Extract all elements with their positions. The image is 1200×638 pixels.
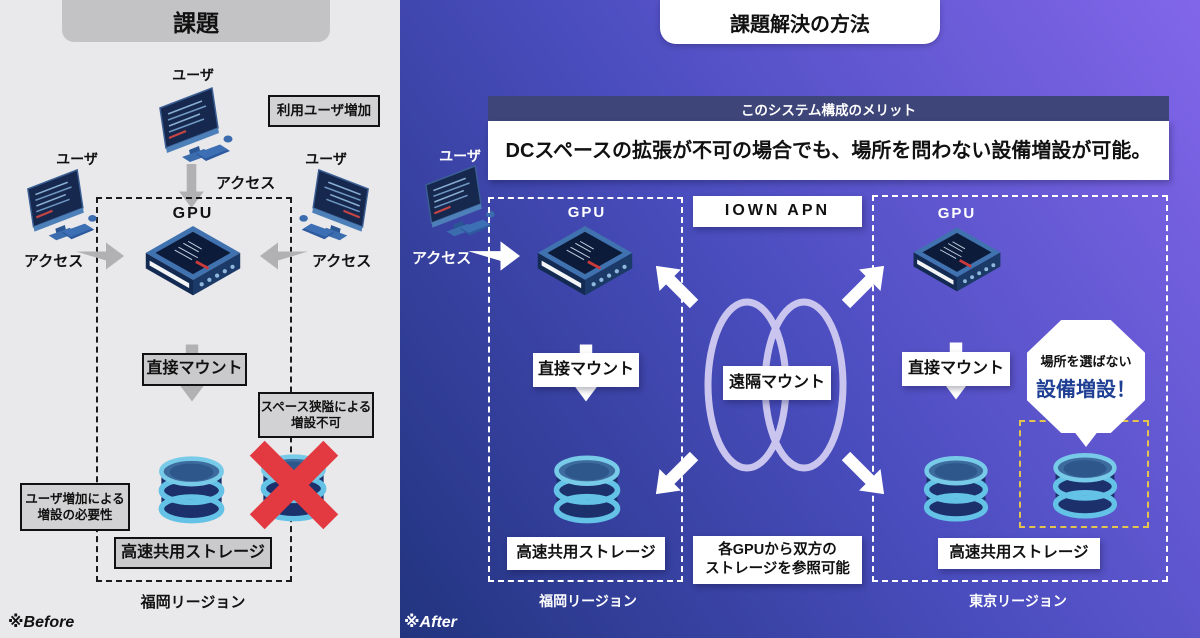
before-footnote: ※Before <box>8 614 75 631</box>
region-label-fukuoka: 福岡リージョン <box>539 593 637 609</box>
user-label-top: ユーザ <box>172 67 214 83</box>
storage-share-line1: 各GPUから双方の <box>718 542 837 559</box>
space-shortage-box: スペース狭隘による 増設不可 <box>258 392 374 438</box>
bubble-tail <box>1073 430 1099 447</box>
storage-icon <box>923 444 989 526</box>
user-computer-icon <box>296 166 372 246</box>
gpu-icon <box>908 224 1006 302</box>
after-panel: 課題解決の方法 このシステム構成のメリット DCスペースの拡張が不可の場合でも、… <box>400 0 1200 638</box>
before-region-border <box>96 197 292 582</box>
user-computer-icon <box>156 84 236 168</box>
storage-share-line2: ストレージを参照可能 <box>705 561 850 577</box>
storage-share-box: 各GPUから双方の ストレージを参照可能 <box>693 536 862 584</box>
user-label: ユーザ <box>439 148 481 164</box>
gpu-icon <box>532 222 638 307</box>
fukuoka-region-border <box>488 197 683 582</box>
arrow-right-icon <box>76 242 124 270</box>
access-label-top: アクセス <box>216 175 276 192</box>
gpu-icon <box>140 222 246 307</box>
red-cross-icon <box>249 440 339 530</box>
arrow-left-icon <box>260 242 308 270</box>
direct-mount-box-fukuoka: 直接マウント <box>533 353 639 387</box>
storage-label-box-fukuoka: 高速共用ストレージ <box>507 537 665 570</box>
bubble-line2: 設備増設！ <box>1036 379 1136 401</box>
remote-mount-box: 遠隔マウント <box>723 366 831 400</box>
storage-label-box: 高速共用ストレージ <box>114 537 272 569</box>
storage-icon <box>158 444 225 528</box>
tokyo-region-border <box>872 195 1168 582</box>
storage-new-icon <box>1052 441 1118 523</box>
before-panel: 課題 ユーザ 利用ユーザ増加 アクセス GPU ユーザ アクセス ユーザ アクセ… <box>0 0 400 638</box>
user-label-left: ユーザ <box>56 151 98 167</box>
iown-apn-box: IOWN APN <box>693 196 862 227</box>
access-label: アクセス <box>412 250 472 267</box>
user-computer-icon <box>422 162 498 242</box>
expansion-bubble: 場所を選ばない 設備増設！ <box>1027 320 1145 433</box>
space-shortage-line1: スペース狭隘による <box>260 399 372 414</box>
user-computer-icon <box>24 166 100 246</box>
access-label-left: アクセス <box>24 253 84 270</box>
before-title: 課題 <box>62 0 330 42</box>
bubble-line1: 場所を選ばない <box>1040 354 1132 369</box>
storage-icon <box>553 443 621 528</box>
need-expansion-box: ユーザ増加による 増設の必要性 <box>20 483 130 531</box>
storage-label-box-tokyo: 高速共用ストレージ <box>938 538 1100 569</box>
user-label-right: ユーザ <box>305 151 347 167</box>
gpu-label-tokyo: GPU <box>937 205 977 222</box>
direct-mount-box-tokyo: 直接マウント <box>902 352 1010 386</box>
merit-heading-bar: このシステム構成のメリット <box>488 96 1169 121</box>
direct-mount-box: 直接マウント <box>142 353 247 386</box>
need-expansion-line1: ユーザ増加による <box>25 491 125 506</box>
gpu-label-fukuoka: GPU <box>567 204 607 221</box>
gpu-label: GPU <box>172 205 214 222</box>
space-shortage-line2: 増設不可 <box>290 416 341 430</box>
user-increase-badge: 利用ユーザ増加 <box>268 95 380 127</box>
merit-message-box: DCスペースの拡張が不可の場合でも、場所を問わない設備増設が可能。 <box>488 121 1169 180</box>
region-label-fukuoka: 福岡リージョン <box>140 594 246 611</box>
access-label-right: アクセス <box>312 253 372 270</box>
region-label-tokyo: 東京リージョン <box>969 593 1067 609</box>
need-expansion-line2: 増設の必要性 <box>37 508 113 522</box>
after-title: 課題解決の方法 <box>660 0 940 44</box>
after-footnote: ※After <box>404 614 457 631</box>
